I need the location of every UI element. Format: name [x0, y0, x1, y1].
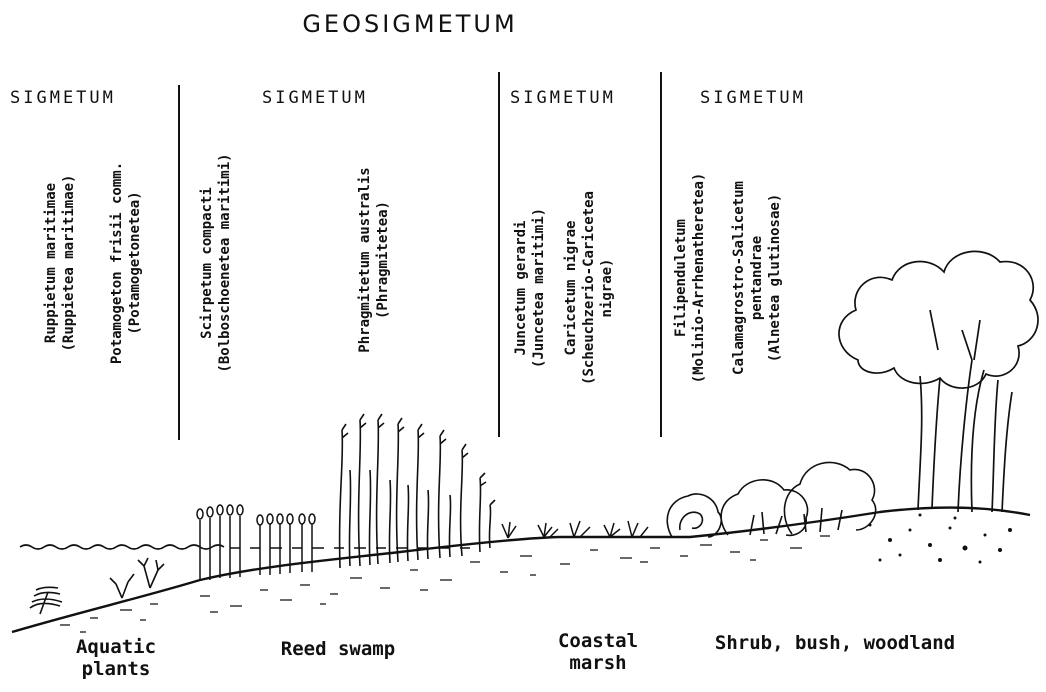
- shrub-icons: [667, 462, 875, 537]
- aquatic-plant-icons: [30, 558, 164, 614]
- ground-line: [12, 507, 1030, 632]
- zone-label-reed-swamp: Reed swamp: [258, 638, 418, 660]
- rush-icons: [502, 521, 648, 538]
- sediment-pattern: [60, 536, 830, 632]
- zone-label-shrub-bush-woodland: Shrub, bush, woodland: [690, 632, 980, 654]
- soil-dots: [869, 514, 1013, 564]
- water-surface: [20, 545, 224, 549]
- zone-label-coastal-marsh: Coastal marsh: [548, 630, 648, 674]
- zone-label-aquatic-plants: Aquatic plants: [56, 636, 176, 680]
- tree-icons: [839, 251, 1038, 512]
